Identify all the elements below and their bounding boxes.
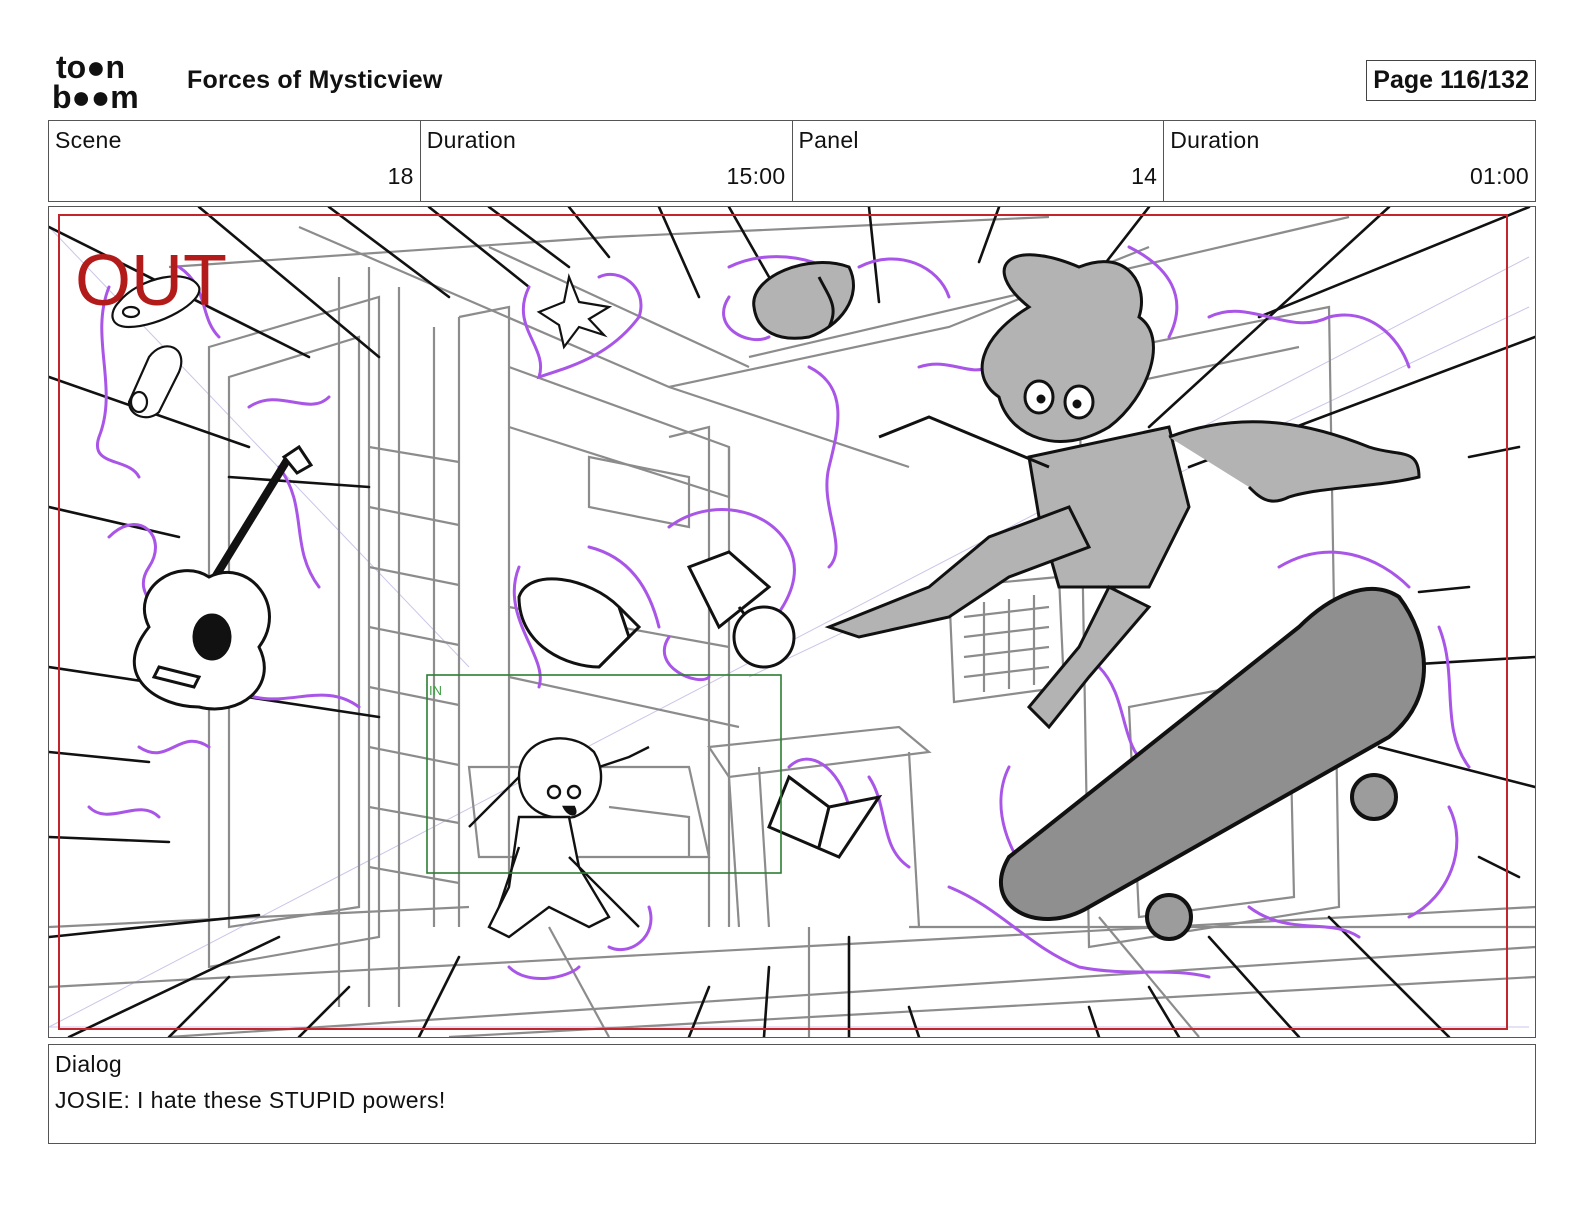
logo-line-1: to●n (56, 50, 125, 85)
storyboard-panel: OUT IN (48, 206, 1536, 1038)
in-frame-label: IN (429, 683, 442, 698)
scene-label: Scene (55, 127, 122, 153)
flying-shoe (752, 261, 855, 340)
flying-book (767, 774, 883, 859)
dialog-label: Dialog (55, 1051, 123, 1077)
scene-value: 18 (387, 163, 414, 189)
flying-sock-left (127, 345, 183, 419)
room-background-sketch (49, 215, 1535, 1037)
sitting-girl-josie (468, 737, 650, 939)
out-frame-border (58, 214, 1508, 1030)
page-indicator: Page 116/132 (1366, 60, 1536, 101)
logo-line-2: b●●m (52, 79, 139, 112)
toon-boom-logo: to●n b●●m (52, 50, 139, 112)
panel-duration-cell: Duration 01:00 (1164, 121, 1535, 201)
scene-info-table: Scene 18 Duration 15:00 Panel 14 Duratio… (48, 120, 1536, 202)
in-frame-border (426, 674, 782, 874)
flying-pillow (517, 577, 642, 669)
scene-duration-cell: Duration 15:00 (421, 121, 793, 201)
scene-duration-value: 15:00 (726, 163, 786, 189)
panel-duration-value: 01:00 (1469, 163, 1529, 189)
speed-lines (49, 207, 1535, 1037)
panel-artwork: OUT IN (49, 207, 1535, 1037)
flying-skateboard (999, 587, 1426, 941)
out-frame-label: OUT (75, 241, 227, 321)
flying-sock-top (111, 275, 201, 329)
flying-guitar (132, 444, 314, 711)
flying-skater-character (824, 253, 1421, 730)
panel-cell: Panel 14 (793, 121, 1165, 201)
dialog-box: Dialog JOSIE: I hate these STUPID powers… (48, 1044, 1536, 1144)
panel-label: Panel (798, 127, 859, 153)
panel-value: 14 (1131, 163, 1158, 189)
flying-lamp (686, 550, 796, 669)
scene-cell: Scene 18 (49, 121, 421, 201)
storyboard-header: to●n b●●m Forces of Mysticview Page 116/… (48, 48, 1536, 112)
document-title: Forces of Mysticview (187, 66, 443, 94)
dialog-text: JOSIE: I hate these STUPID powers! (55, 1087, 446, 1113)
scene-duration-label: Duration (426, 127, 517, 153)
flying-glove (536, 273, 613, 350)
panel-duration-label: Duration (1170, 127, 1260, 153)
